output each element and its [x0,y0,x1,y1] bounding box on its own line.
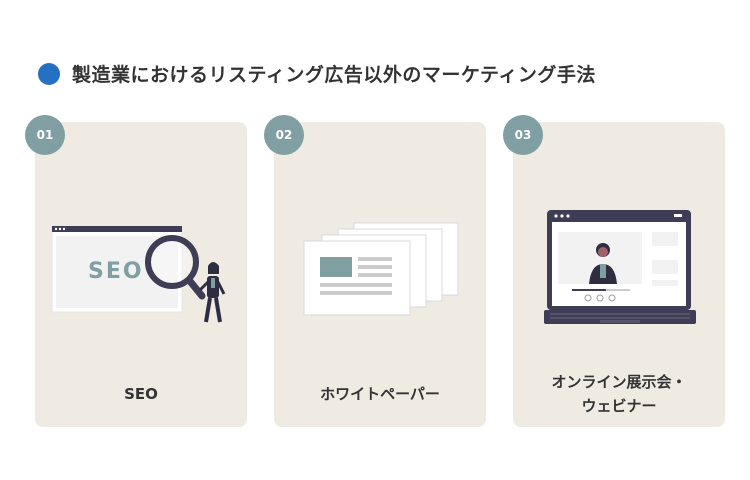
seo-magnifier-icon: SEO [51,226,226,323]
card-number-badge: 02 [264,115,304,155]
page-title: 製造業におけるリスティング広告以外のマーケティング手法 [72,64,596,86]
seo-illustration-text: SEO [88,259,144,284]
card-number-badge: 03 [503,115,543,155]
card-label-seo: SEO [124,385,158,403]
card-label-webinar-line1: オンライン展示会・ [551,373,687,391]
card-number-badge: 01 [25,115,65,155]
card-label-whitepaper: ホワイトペーパー [320,385,440,403]
card-label-webinar: オンライン展示会・ ウェビナー [513,370,725,418]
webinar-laptop-icon [544,210,696,324]
card-label-webinar-line2: ウェビナー [581,397,657,415]
whitepaper-documents-icon [303,222,459,316]
heading-bullet-icon [38,62,60,85]
section-heading: 製造業におけるリスティング広告以外のマーケティング手法 [38,60,596,87]
